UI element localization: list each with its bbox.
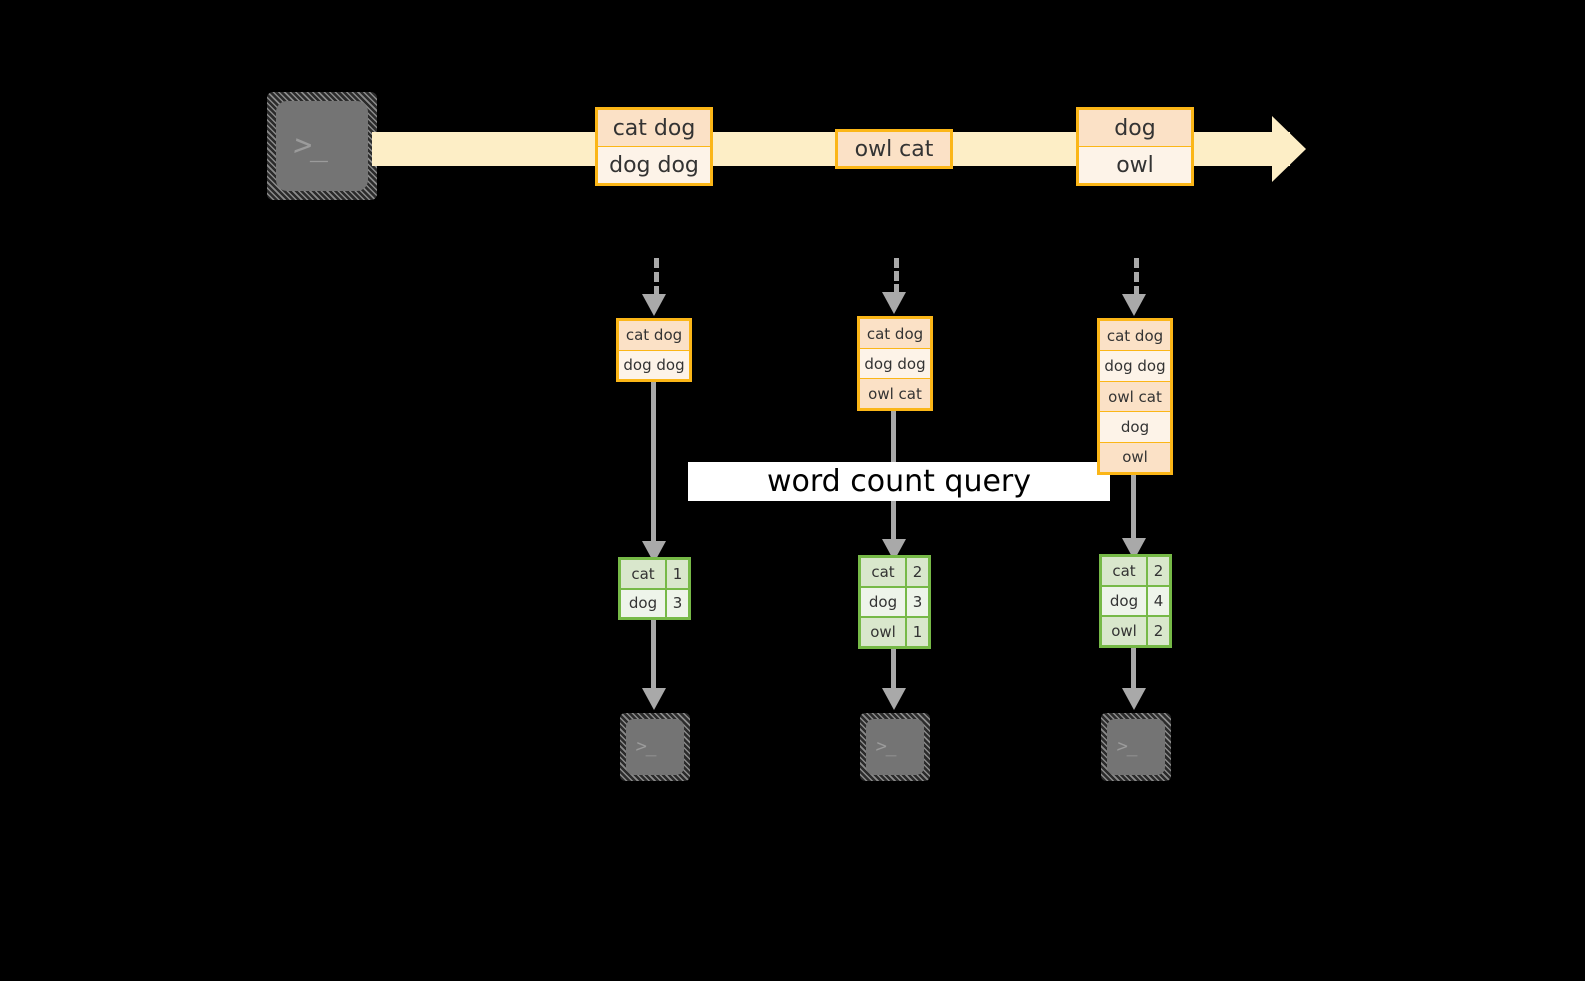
stream-batch-3-row: owl <box>1079 147 1191 183</box>
result-word-cell: cat <box>621 560 667 588</box>
word-count-query-banner: word count query <box>688 462 1110 501</box>
result-count-cell: 2 <box>912 563 923 581</box>
table-row: cat 1 <box>621 560 688 590</box>
result-count-cell: 2 <box>1153 562 1164 580</box>
result-word-cell: dog <box>1102 587 1148 615</box>
table-row: owl 1 <box>861 618 928 646</box>
snapshot-3-sink-terminal-glyph: >_ <box>1115 736 1141 757</box>
snapshot-3-table-row: owl <box>1100 442 1170 473</box>
stream-batch-2[interactable]: owl cat <box>835 129 953 169</box>
snapshot-1-table[interactable]: cat dog dog dog <box>616 318 692 382</box>
snapshot-3-sink-arrowhead <box>1122 688 1146 710</box>
snapshot-3-table-row: owl cat <box>1100 381 1170 413</box>
result-count-cell: 3 <box>912 593 923 611</box>
snapshot-1-sink-terminal-icon: >_ <box>620 713 690 781</box>
snapshot-2-table[interactable]: cat dog dog dog owl cat <box>857 316 933 411</box>
stream-batch-3-row: dog <box>1079 110 1191 147</box>
table-row: cat 2 <box>861 558 928 588</box>
snapshot-2-sink-arrowhead <box>882 688 906 710</box>
snapshot-3-table-row: dog <box>1100 412 1170 443</box>
table-row: cat 2 <box>1102 557 1169 587</box>
result-word-cell: dog <box>861 588 907 616</box>
result-word-cell: owl <box>1102 617 1148 645</box>
result-word-cell: owl <box>861 618 907 646</box>
snapshot-1-trigger-arrowhead <box>642 294 666 316</box>
table-row: dog 3 <box>861 588 928 618</box>
snapshot-2-result-table[interactable]: cat 2 dog 3 owl 1 <box>858 555 931 649</box>
snapshot-2-trigger-arrowhead <box>882 292 906 314</box>
result-word-cell: cat <box>861 558 907 586</box>
result-count-cell: 4 <box>1153 592 1164 610</box>
result-count-cell: 3 <box>672 594 683 613</box>
result-count-cell: 2 <box>1153 622 1164 640</box>
snapshot-1-result-table[interactable]: cat 1 dog 3 <box>618 557 691 620</box>
table-row: dog 3 <box>621 589 688 617</box>
snapshot-2-sink-terminal-glyph: >_ <box>874 736 900 757</box>
table-row: owl 2 <box>1102 617 1169 645</box>
snapshot-2-table-row: owl cat <box>860 379 930 408</box>
table-row: dog 4 <box>1102 587 1169 617</box>
snapshot-3-query-line <box>1131 475 1136 547</box>
snapshot-3-sink-terminal-icon: >_ <box>1101 713 1171 781</box>
snapshot-3-table-row: dog dog <box>1100 351 1170 382</box>
snapshot-1-query-line <box>651 382 656 549</box>
snapshot-1-table-row: cat dog <box>619 321 689 351</box>
snapshot-1-sink-arrowhead <box>642 688 666 710</box>
result-count-cell: 1 <box>672 564 683 583</box>
stream-batch-1[interactable]: cat dog dog dog <box>595 107 713 186</box>
snapshot-3-trigger-line <box>1134 258 1139 296</box>
stream-batch-1-row: cat dog <box>598 110 710 147</box>
snapshot-2-table-row: cat dog <box>860 319 930 349</box>
snapshot-3-sink-line <box>1131 648 1136 692</box>
snapshot-3-table[interactable]: cat dog dog dog owl cat dog owl <box>1097 318 1173 475</box>
stream-batch-2-row: owl cat <box>838 132 950 166</box>
result-count-cell: 1 <box>912 623 923 641</box>
snapshot-2-sink-terminal-icon: >_ <box>860 713 930 781</box>
result-word-cell: dog <box>621 589 667 617</box>
result-word-cell: cat <box>1102 557 1148 585</box>
snapshot-1-sink-line <box>651 620 656 692</box>
stream-batch-1-row: dog dog <box>598 147 710 183</box>
snapshot-3-trigger-arrowhead <box>1122 294 1146 316</box>
snapshot-2-table-row: dog dog <box>860 349 930 379</box>
event-stream-arrow-head <box>1272 116 1306 182</box>
stream-batch-3[interactable]: dog owl <box>1076 107 1194 186</box>
snapshot-3-result-table[interactable]: cat 2 dog 4 owl 2 <box>1099 554 1172 648</box>
snapshot-1-trigger-line <box>654 258 659 296</box>
snapshot-1-table-row: dog dog <box>619 350 689 379</box>
source-terminal-icon: >_ <box>267 92 377 200</box>
snapshot-2-trigger-line <box>894 258 899 294</box>
snapshot-3-table-row: cat dog <box>1100 321 1170 352</box>
snapshot-2-sink-line <box>891 649 896 692</box>
snapshot-1-sink-terminal-glyph: >_ <box>634 736 660 757</box>
source-terminal-glyph: >_ <box>291 128 333 163</box>
